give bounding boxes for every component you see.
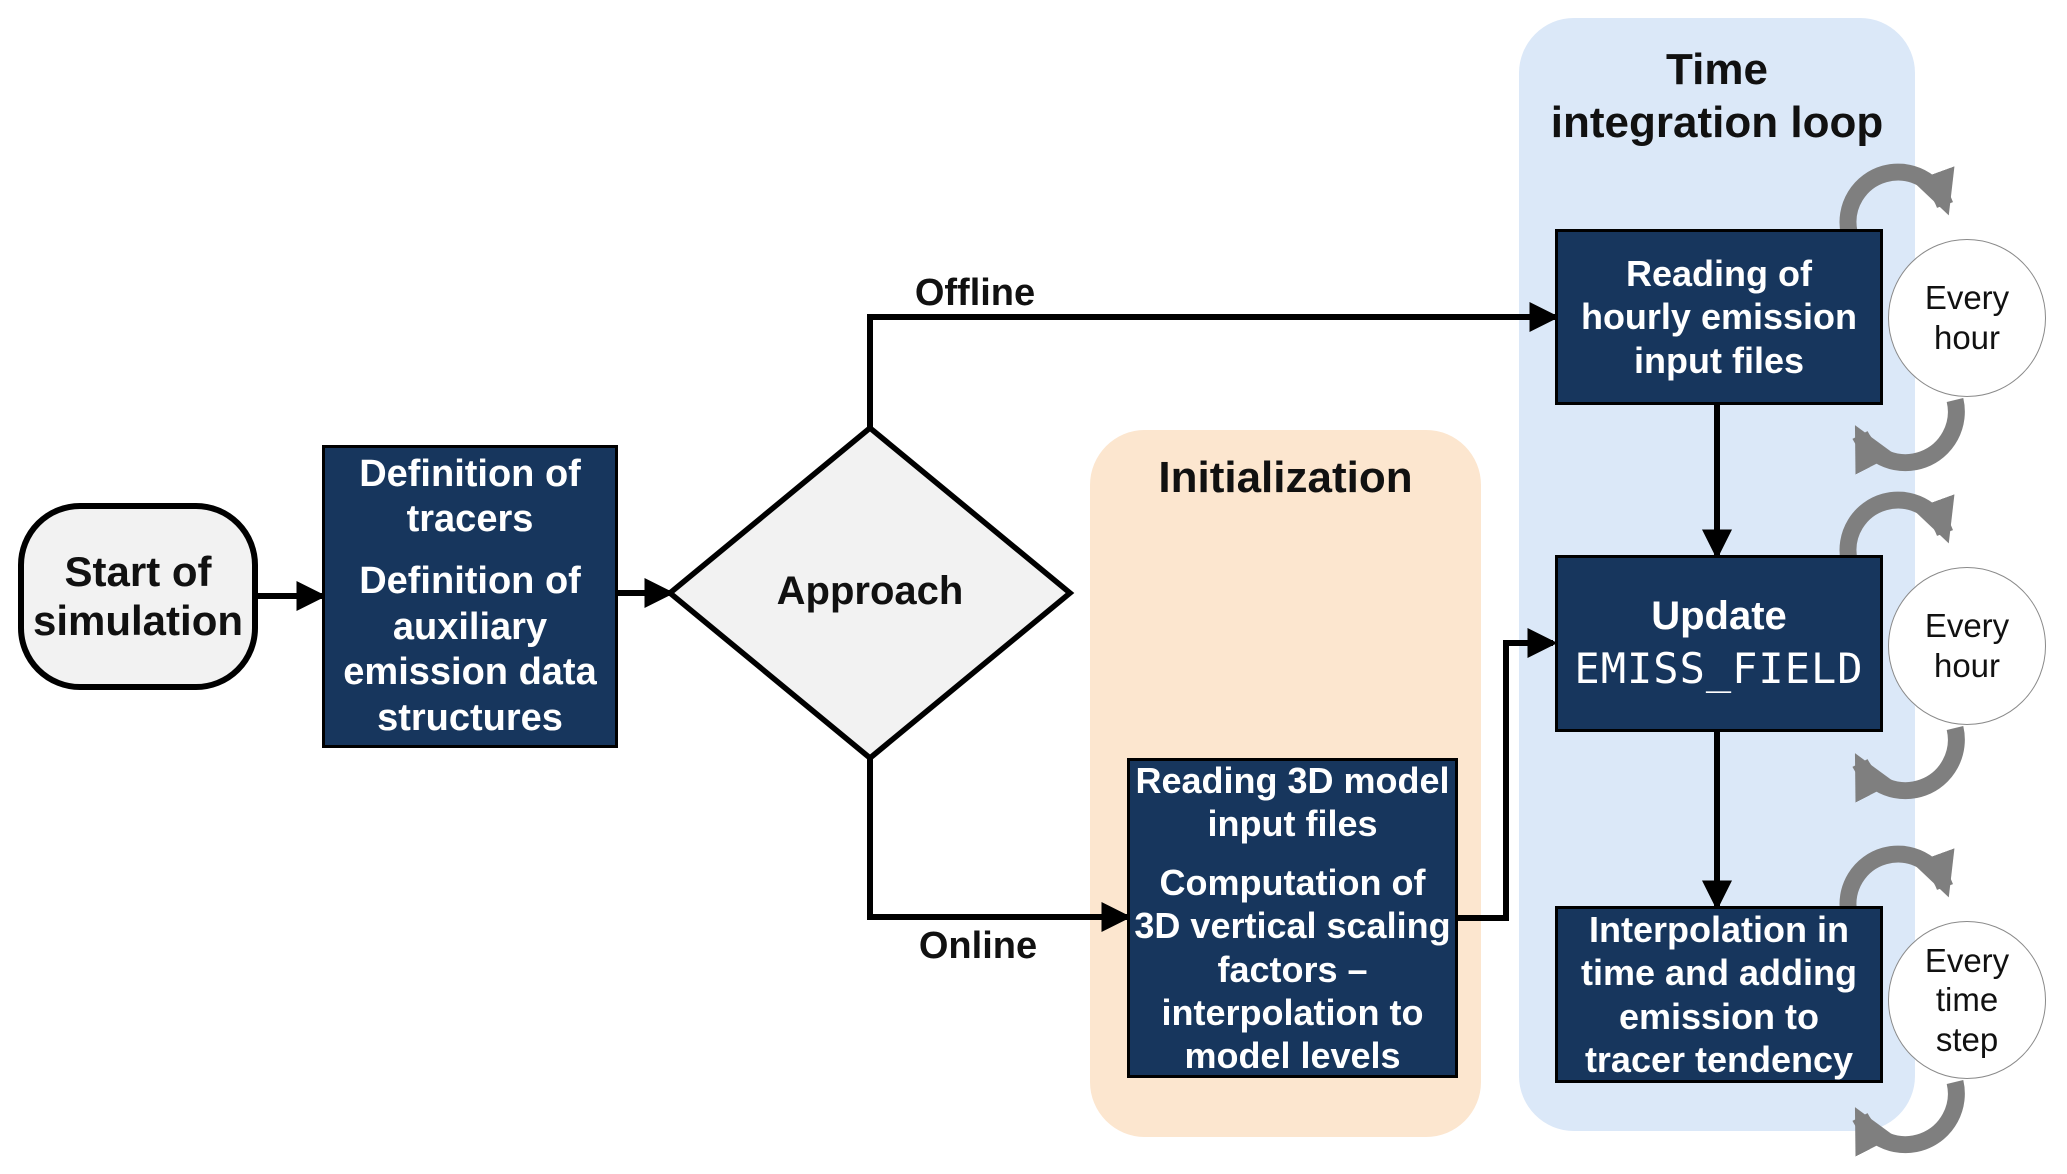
loop-arc-bottom-icon (1852, 726, 1965, 803)
start-node-label: Start of simulation (32, 548, 244, 644)
reading-3d-para1: Reading 3D model input files (1135, 759, 1450, 845)
loop-arc-top-icon (1839, 163, 1955, 234)
interpolation-node: Interpolation in time and adding emissio… (1555, 906, 1883, 1083)
every-time-step-badge: Every time step (1888, 921, 2046, 1079)
time-loop-title-line2: integration loop (1550, 97, 1884, 147)
update-node-title: Update (1651, 594, 1787, 639)
loop-arc-bottom-icon (1852, 1080, 1965, 1157)
every-hour-badge-reading: Every hour (1888, 239, 2046, 397)
time-loop-panel-title: Time integration loop (1519, 44, 1915, 150)
loop-arc-bottom-icon (1852, 398, 1965, 475)
definition-para1: Definition of tracers (359, 452, 581, 541)
interpolation-label: Interpolation in time and adding emissio… (1580, 909, 1857, 1080)
offline-connector (867, 302, 1560, 428)
offline-branch-label: Offline (914, 272, 1036, 314)
online-connector (867, 758, 1132, 932)
time-loop-title-line1: Time (1666, 45, 1768, 94)
loop-arc-top-icon (1839, 845, 1955, 916)
approach-decision-label: Approach (776, 569, 964, 613)
reading-3d-node: Reading 3D model input files Computation… (1127, 758, 1458, 1078)
update-node-code: EMISS_FIELD (1574, 644, 1864, 694)
initialization-panel-title: Initialization (1158, 453, 1413, 502)
definition-node: Definition of tracers Definition of auxi… (322, 445, 618, 748)
definition-para2: Definition of auxiliary emission data st… (343, 559, 597, 739)
reading-hourly-label: Reading of hourly emission input files (1580, 253, 1858, 381)
loop-arc-top-icon (1839, 491, 1955, 562)
reading-3d-para2: Computation of 3D vertical scaling facto… (1134, 862, 1451, 1076)
hourly-loop-icon (1839, 163, 1965, 475)
start-node: Start of simulation (18, 503, 258, 690)
timestep-loop-icon (1839, 845, 1965, 1157)
init-to-update-connector (1458, 628, 1558, 921)
update-emiss-field-node: Update EMISS_FIELD (1555, 555, 1883, 732)
every-hour-badge-update: Every hour (1888, 567, 2046, 725)
update-loop-icon (1839, 491, 1965, 803)
online-branch-label: Online (918, 925, 1038, 967)
reading-hourly-node: Reading of hourly emission input files (1555, 229, 1883, 405)
